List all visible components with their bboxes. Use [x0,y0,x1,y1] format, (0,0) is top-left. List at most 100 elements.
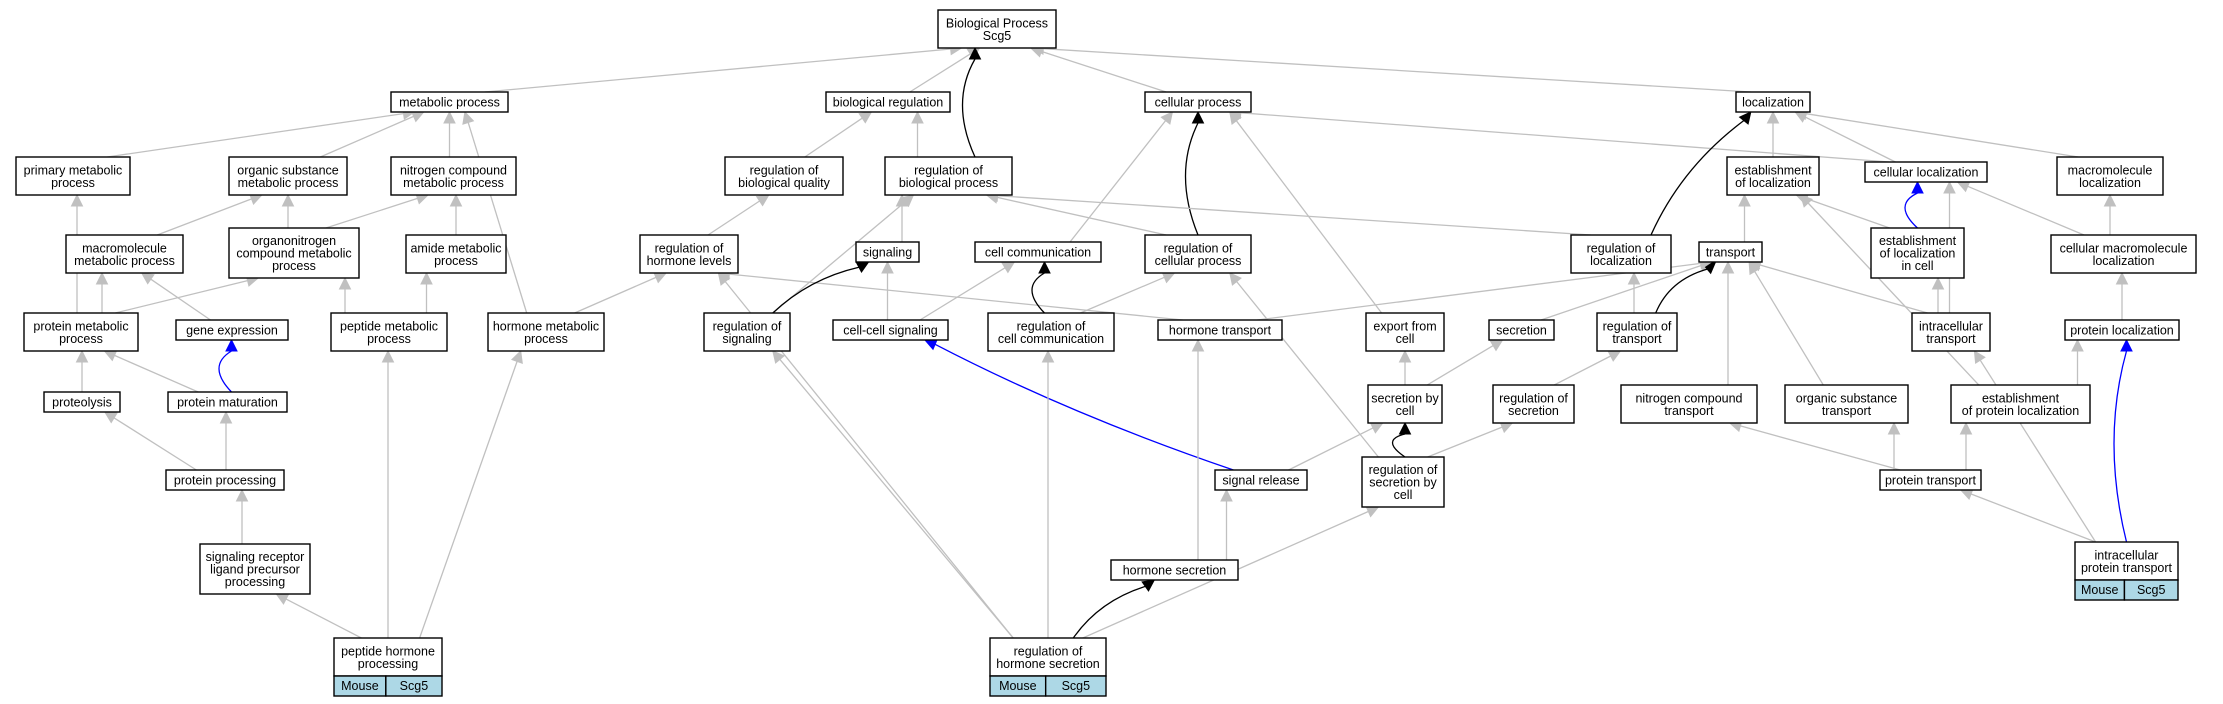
organism-label: Mouse [2081,583,2119,597]
arrowhead-signaling-to-regbp [895,193,909,207]
term-label-line: cellular process [1155,96,1242,110]
term-label-line: gene expression [186,324,278,338]
term-box [832,319,949,341]
term-label-line: protein transport [2081,561,2173,575]
term-node-metabolic[interactable]: metabolic process [390,91,509,113]
edge-macroloc-to-localization [1805,113,2079,158]
term-node-hormtrans[interactable]: hormone transport [1157,319,1283,341]
arrowhead-secbycell-to-secretion [1489,339,1504,352]
arrowhead-estloc-to-localization [1766,110,1780,124]
term-label-line: establishment [1879,234,1957,248]
term-box [2064,319,2180,341]
term-node-protmat[interactable]: protein maturation [167,391,288,413]
term-node-hormsec[interactable]: hormone secretion [1110,559,1239,581]
term-node-geneexp[interactable]: gene expression [175,319,289,341]
term-node-protproc[interactable]: protein processing [165,469,285,491]
term-label-line: hormone metabolic [493,319,599,333]
term-node-cellcellsig[interactable]: cell-cell signaling [832,319,949,341]
term-node-cellloc[interactable]: cellular localization [1864,161,1988,183]
term-box [1361,456,1445,508]
term-node-localization[interactable]: localization [1735,91,1811,113]
term-label-line: macromolecule [82,241,167,255]
edge-protmat-to-geneexp [218,350,232,393]
term-label-line: cell communication [985,246,1091,260]
term-label-line: cell [1396,404,1415,418]
term-node-sigrelease[interactable]: signal release [1214,469,1308,491]
term-label-line: processing [225,575,285,589]
term-node-bioreg[interactable]: biological regulation [825,91,951,113]
edge-estlocincell-to-cellloc [1904,192,1918,229]
arrowhead-pephormproc-to-peptidemet [381,349,395,363]
term-node-cellular[interactable]: cellular process [1144,91,1252,113]
term-node-proteolysis[interactable]: proteolysis [43,391,121,413]
term-label-line: Biological Process [946,16,1048,30]
term-box [1365,312,1445,352]
arrowhead-secbycell-to-export [1398,349,1412,363]
edge-macromet-to-orgsub [156,198,252,236]
term-label-line: organonitrogen [252,234,336,248]
term-label-line: ligand precursor [210,563,300,577]
edge-regloc-to-localization [1650,119,1745,236]
arrowhead-protmet-to-macromet [95,271,109,285]
arrowhead-peptidemet-to-orgnit [338,276,352,290]
term-label-line: cellular macromolecule [2060,241,2188,255]
term-label-line: cellular localization [1874,166,1979,180]
edge-regcp-to-regbp [997,196,1167,236]
term-label-line: Scg5 [983,29,1012,43]
term-label-line: establishment [1982,391,2060,405]
term-label-line: intracellular [2095,548,2159,562]
term-label-line: hormone secretion [996,657,1100,671]
term-node-prottrans[interactable]: protein transport [1879,469,1982,491]
edge-reghl-to-regbq [707,200,760,236]
term-node-protloc[interactable]: protein localization [2064,319,2180,341]
term-node-cellcomm[interactable]: cell communication [974,241,1102,263]
edge-estprotloc-to-estloc [1807,202,1980,386]
term-box [175,319,289,341]
term-label-line: metabolic process [238,176,339,190]
term-box [1950,384,2091,424]
edge-protmat-to-protmet [114,354,199,393]
term-node-transport[interactable]: transport [1698,241,1763,263]
term-node-signaling[interactable]: signaling [855,241,920,263]
term-label-line: regulation of [1369,463,1438,477]
edge-cellcellsig-to-cellcomm [919,267,1006,321]
organism-label: Mouse [341,679,379,693]
edge-regcp-to-cellular [1184,122,1199,236]
term-node-secretion[interactable]: secretion [1488,319,1555,341]
